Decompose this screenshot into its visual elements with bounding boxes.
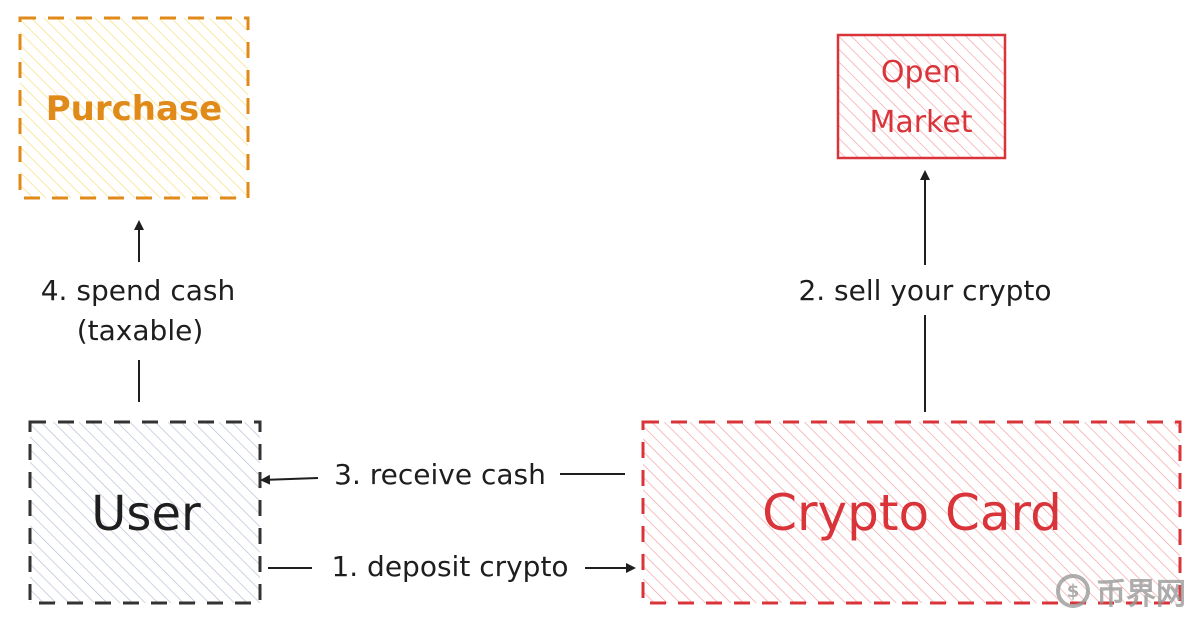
deposit-crypto-label: 1. deposit crypto (331, 550, 568, 583)
receive-cash-arrow: 3. receive cash (260, 458, 625, 491)
open-market-node[interactable]: Open Market (836, 33, 1007, 160)
sell-crypto-label: 2. sell your crypto (798, 274, 1051, 307)
watermark: $ 币界网 (1056, 569, 1186, 613)
crypto-card-node[interactable]: Crypto Card (641, 420, 1182, 605)
user-label: User (91, 486, 201, 542)
user-node[interactable]: User (28, 420, 262, 605)
open-market-label-line1: Open (881, 55, 961, 90)
purchase-label: Purchase (46, 89, 223, 129)
taxable-label: (taxable) (77, 314, 204, 347)
open-market-label-line2: Market (869, 105, 972, 140)
receive-cash-label: 3. receive cash (334, 458, 546, 491)
spend-cash-arrow: 4. spend cash (taxable) (41, 220, 236, 402)
crypto-card-label: Crypto Card (762, 484, 1062, 542)
deposit-crypto-arrow: 1. deposit crypto (268, 550, 636, 583)
sell-crypto-arrow: 2. sell your crypto (798, 170, 1052, 412)
coin-icon: $ (1056, 574, 1090, 608)
watermark-text: 币界网 (1096, 577, 1186, 612)
purchase-node[interactable]: Purchase (18, 16, 250, 200)
spend-cash-label: 4. spend cash (41, 274, 236, 307)
